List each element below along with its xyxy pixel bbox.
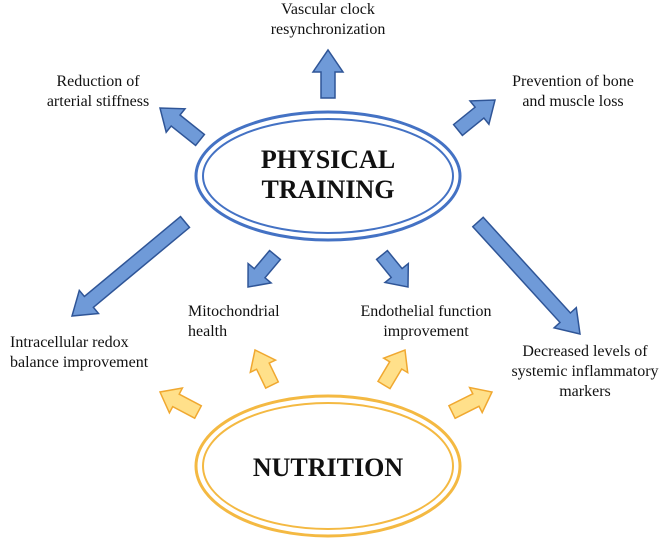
arrow-nutrition-to-redox	[158, 386, 203, 420]
arrow-nutrition-to-endothelial	[376, 348, 409, 390]
label-arterial-stiffness: Reduction of arterial stiffness	[46, 73, 150, 110]
arrow-nutrition-to-inflammatory	[447, 386, 494, 420]
arrow-training-to-inflammatory	[471, 216, 581, 335]
arrows-group	[70, 48, 581, 420]
label-bone-muscle: Prevention of bone and muscle loss	[512, 73, 634, 110]
physical-training-label-line-1: PHYSICAL	[261, 145, 395, 174]
nutrition-ellipse	[194, 394, 462, 538]
label-endothelial: Endothelial function improvement	[360, 303, 492, 340]
arrow-training-to-endothelial	[375, 249, 410, 288]
arrow-training-to-vascular-clock	[311, 48, 345, 99]
label-mitochondrial: Mitochondrial health	[188, 303, 280, 340]
label-redox: Intracellular redox balance improvement	[10, 334, 149, 371]
physical-training-label-line-2: TRAINING	[262, 175, 395, 204]
arrow-training-to-arterial-stiffness	[159, 107, 206, 147]
label-vascular-clock: Vascular clock resynchronization	[270, 1, 386, 38]
arrow-nutrition-to-mitochondrial	[249, 348, 280, 390]
label-inflammatory: Decreased levels of systemic inflammator…	[511, 343, 659, 400]
physical-training-ellipse	[194, 110, 462, 242]
nutrition-label: NUTRITION	[253, 453, 403, 482]
arrow-training-to-redox	[70, 215, 191, 317]
arrow-training-to-mitochondrial	[247, 249, 282, 288]
arrow-training-to-bone-muscle	[452, 99, 496, 137]
